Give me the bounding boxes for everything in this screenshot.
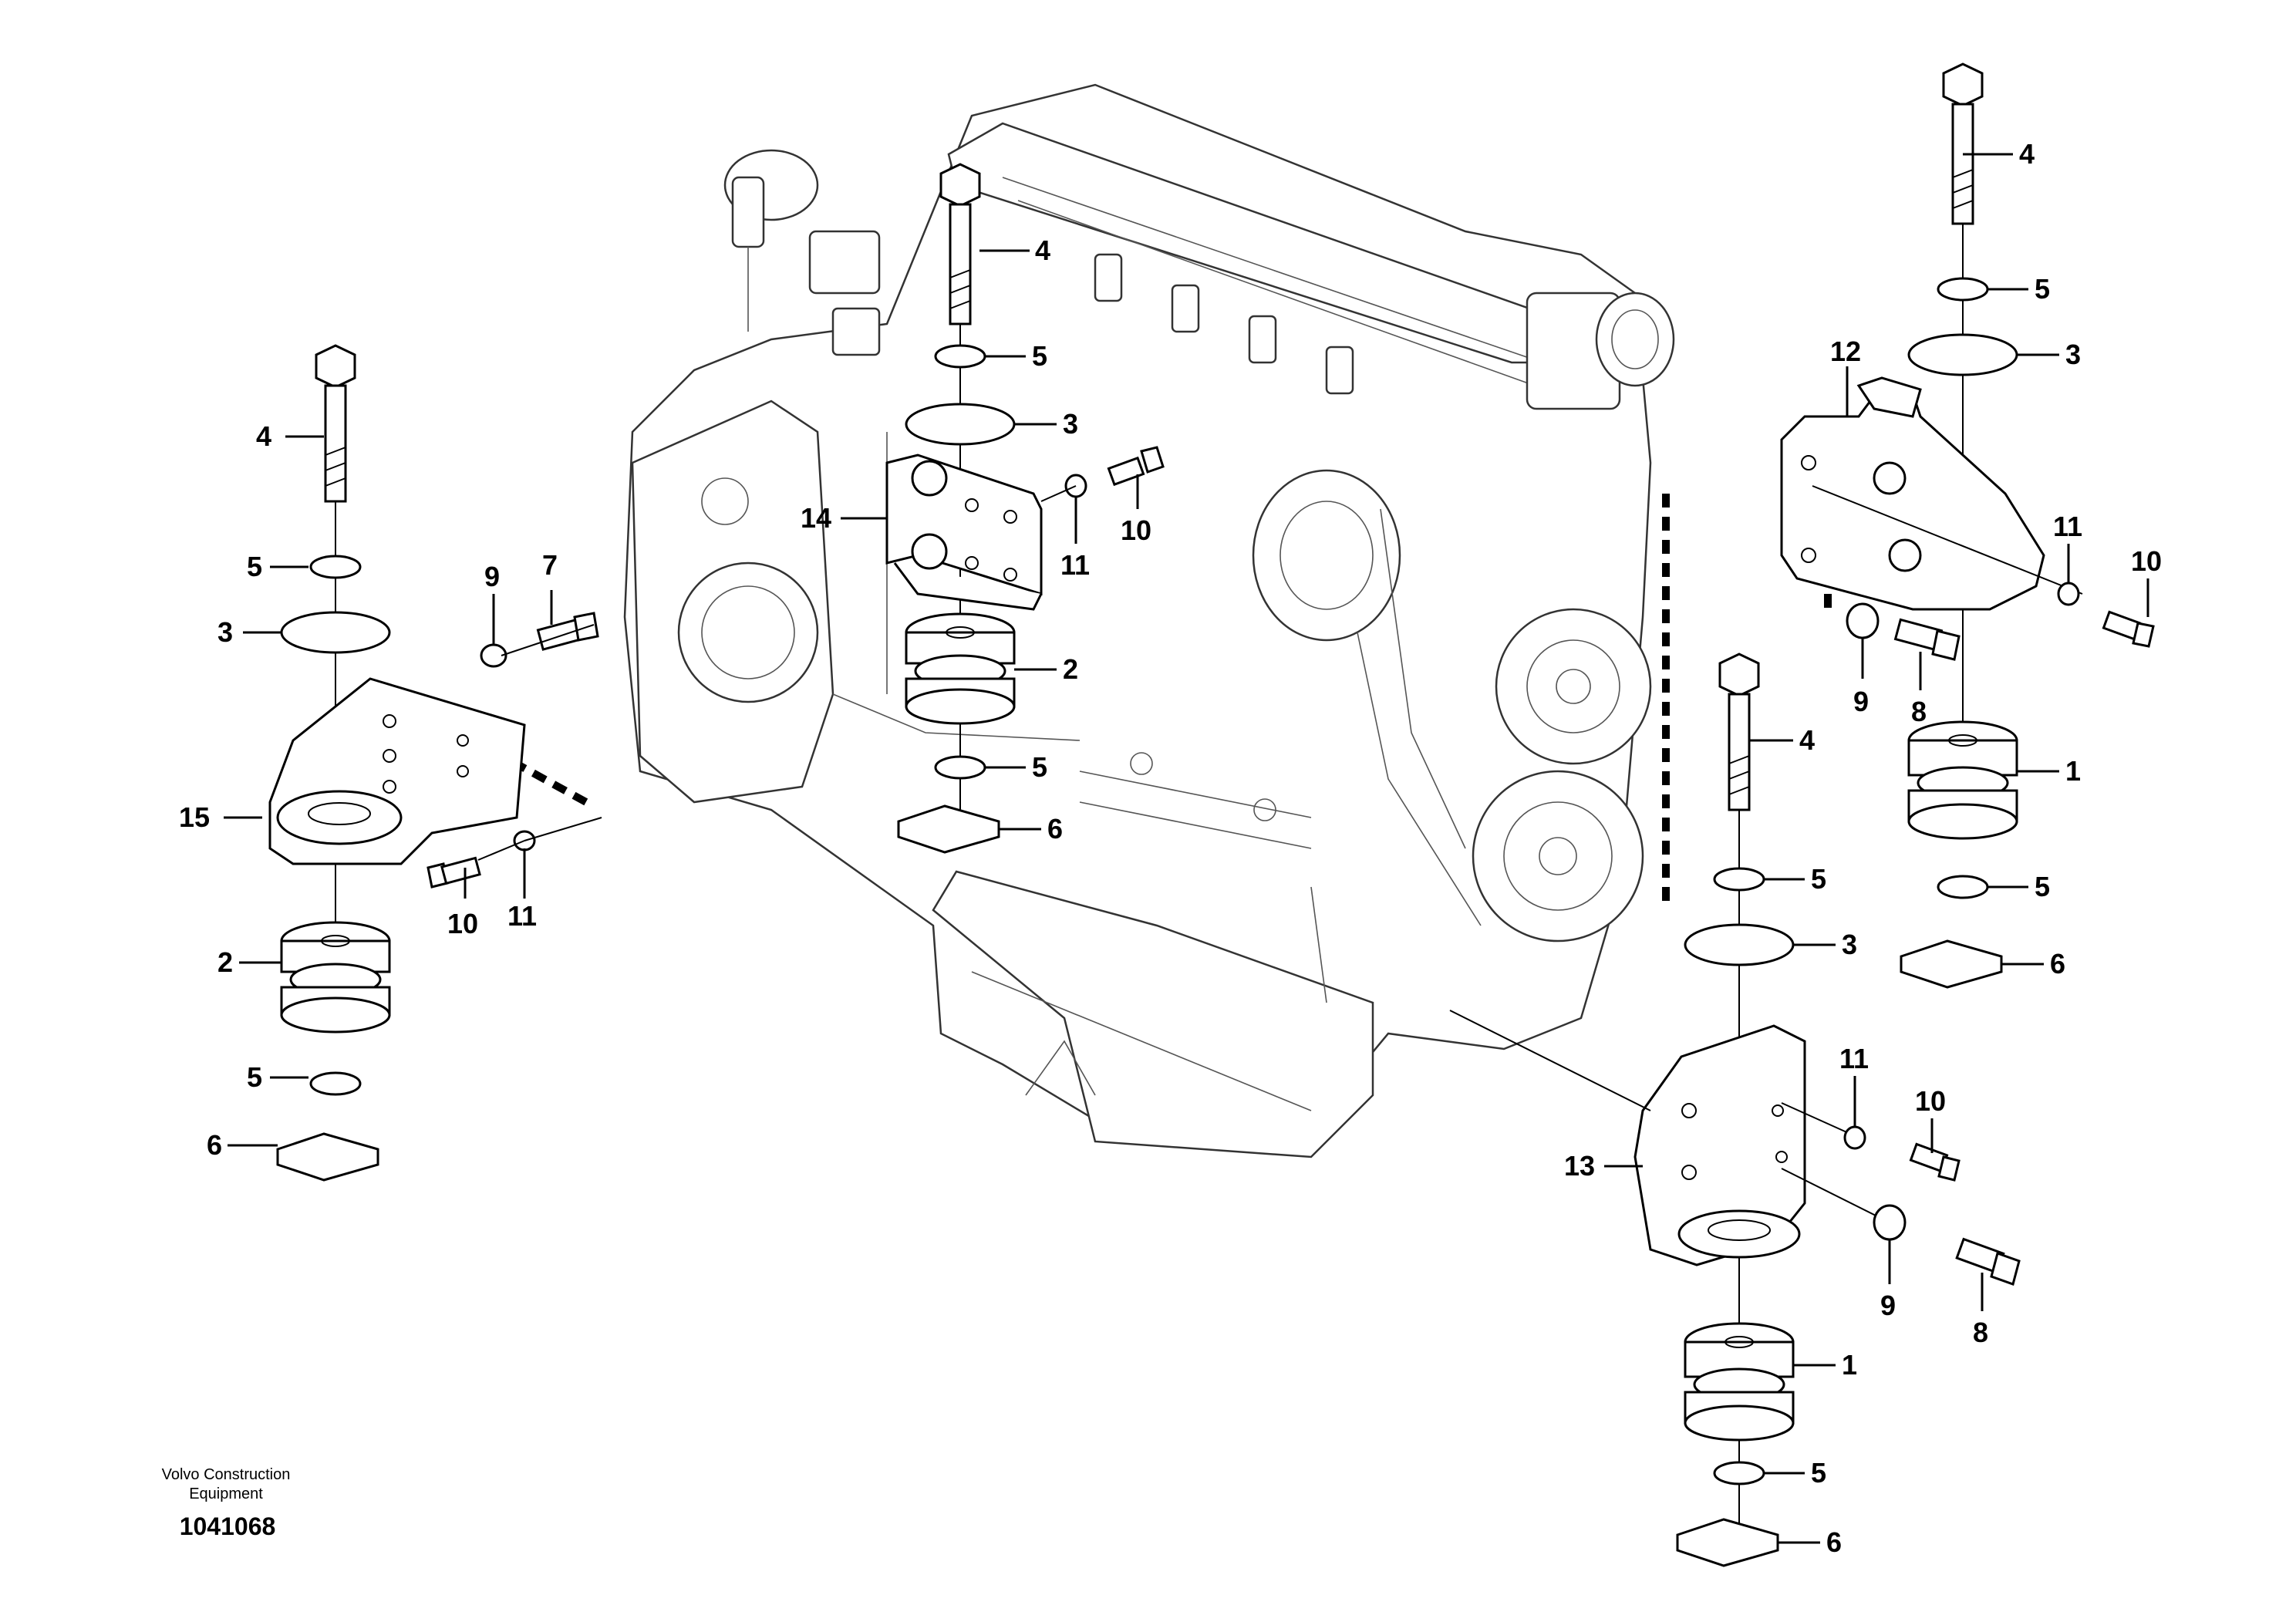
- callout-bottom-right-11: 11: [1839, 1043, 1869, 1074]
- bolt-10-left: [426, 856, 481, 889]
- washer-5-left-bottom: [309, 1071, 362, 1096]
- callout-right-3: 3: [2065, 339, 2081, 370]
- plate-6-bottom-right: [1676, 1518, 1779, 1567]
- washer-5-center-top: [934, 344, 986, 369]
- callout-right-4: 4: [2019, 138, 2035, 170]
- callout-bottom-right-3: 3: [1842, 929, 1857, 960]
- callout-left-5: 5: [247, 551, 262, 582]
- callout-right-5: 5: [2035, 273, 2050, 305]
- callout-bottom-right-13: 13: [1564, 1150, 1595, 1182]
- callout-right-8: 8: [1911, 696, 1927, 727]
- engine-block-illustration: [623, 83, 1675, 1158]
- callout-center-14: 14: [801, 502, 831, 534]
- washer-3-right: [1907, 333, 2018, 376]
- sensor-assembly: [723, 149, 881, 356]
- washer-9-bottom-right: [1873, 1204, 1907, 1241]
- bolt-4-right: [1942, 62, 1984, 225]
- washer-3-center: [905, 403, 1016, 446]
- callout-center-5: 5: [1032, 340, 1047, 372]
- rubber-mount-1-right: [1907, 720, 2018, 840]
- callout-right-11: 11: [2053, 511, 2082, 542]
- callout-center-11: 11: [1060, 549, 1090, 581]
- washer-9-left: [480, 643, 507, 668]
- bolt-7: [536, 612, 599, 651]
- bolt-4-bottom-right: [1718, 653, 1760, 811]
- leader-lines: [224, 153, 2149, 1544]
- callout-right-10: 10: [2131, 545, 2162, 577]
- washer-5-center-bottom: [934, 755, 986, 780]
- washer-11-right: [2057, 582, 2080, 606]
- callout-bottom-right-8: 8: [1973, 1317, 1988, 1348]
- callout-left-11: 11: [507, 900, 537, 932]
- bolt-10-center: [1107, 446, 1165, 487]
- callout-left-5b: 5: [247, 1061, 262, 1093]
- callout-bottom-right-5b: 5: [1811, 1457, 1826, 1489]
- callout-center-3: 3: [1063, 408, 1078, 440]
- callout-left-15: 15: [179, 801, 210, 833]
- washer-5-bottom-right-bottom: [1713, 1461, 1765, 1485]
- washer-9-right: [1846, 602, 1880, 639]
- callout-right-5b: 5: [2035, 871, 2050, 902]
- rubber-mount-2-center: [905, 612, 1016, 725]
- callout-bottom-right-4: 4: [1799, 724, 1815, 756]
- callout-center-5b: 5: [1032, 751, 1047, 783]
- washer-11-bottom-right: [1843, 1125, 1866, 1150]
- callout-bottom-right-6: 6: [1826, 1526, 1842, 1558]
- callout-center-10: 10: [1121, 514, 1151, 546]
- washer-5-right-bottom: [1937, 875, 1989, 899]
- document-number: 1041068: [180, 1512, 276, 1540]
- injectors: [1094, 253, 1354, 395]
- rubber-mount-2-left: [280, 921, 391, 1034]
- rubber-mount-1-bottom-right: [1684, 1322, 1795, 1442]
- bracket-12: [1780, 376, 2045, 611]
- callout-left-7: 7: [542, 549, 558, 581]
- washer-5-left-top: [309, 555, 362, 579]
- washer-5-bottom-right-top: [1713, 867, 1765, 892]
- washer-5-right-top: [1937, 277, 1989, 302]
- callout-center-2: 2: [1063, 653, 1078, 685]
- washer-3-bottom-right: [1684, 923, 1795, 966]
- callout-right-12: 12: [1830, 336, 1861, 367]
- callout-bottom-right-5: 5: [1811, 863, 1826, 895]
- callout-left-2: 2: [217, 946, 233, 978]
- right-mount-group: [1780, 62, 2155, 989]
- callout-left-3: 3: [217, 616, 233, 648]
- callout-left-6: 6: [207, 1129, 222, 1161]
- washer-3-left: [280, 611, 391, 654]
- callout-left-9: 9: [484, 561, 500, 592]
- bolt-4-center: [939, 163, 981, 325]
- bracket-14: [885, 454, 1043, 611]
- callout-center-6: 6: [1047, 813, 1063, 845]
- callout-left-10: 10: [447, 908, 478, 939]
- callout-center-4: 4: [1035, 234, 1050, 266]
- bolt-10-bottom-right: [1909, 1142, 1961, 1182]
- callout-right-9: 9: [1853, 686, 1869, 717]
- footer: Volvo Construction Equipment 1041068: [162, 1466, 291, 1540]
- brand-line-1: Volvo Construction: [162, 1466, 291, 1483]
- bracket-13: [1633, 1024, 1806, 1266]
- center-mount-group: [885, 163, 1165, 854]
- bolt-8-right: [1893, 618, 1961, 661]
- plate-6-right: [1900, 939, 2003, 989]
- callout-bottom-right-9: 9: [1880, 1290, 1896, 1321]
- bolt-8-bottom-right: [1955, 1237, 2021, 1286]
- left-mount-group: [268, 344, 602, 1182]
- brand-line-2: Equipment: [189, 1485, 263, 1502]
- callout-right-1: 1: [2065, 755, 2081, 787]
- callout-bottom-right-10: 10: [1915, 1085, 1946, 1117]
- callout-right-6: 6: [2050, 948, 2065, 980]
- bolt-10-right: [2102, 610, 2155, 648]
- callout-labels: 4 5 3 15 2 5 6 9 7 10 11 4 5 3 14 11 10 …: [179, 138, 2162, 1558]
- callout-left-4: 4: [256, 420, 271, 452]
- bolt-4-left: [315, 344, 356, 503]
- callout-bottom-right-1: 1: [1842, 1349, 1857, 1381]
- plate-6-left: [276, 1132, 379, 1182]
- bottom-right-mount-group: [1449, 653, 2021, 1567]
- plate-6-center: [897, 804, 1000, 854]
